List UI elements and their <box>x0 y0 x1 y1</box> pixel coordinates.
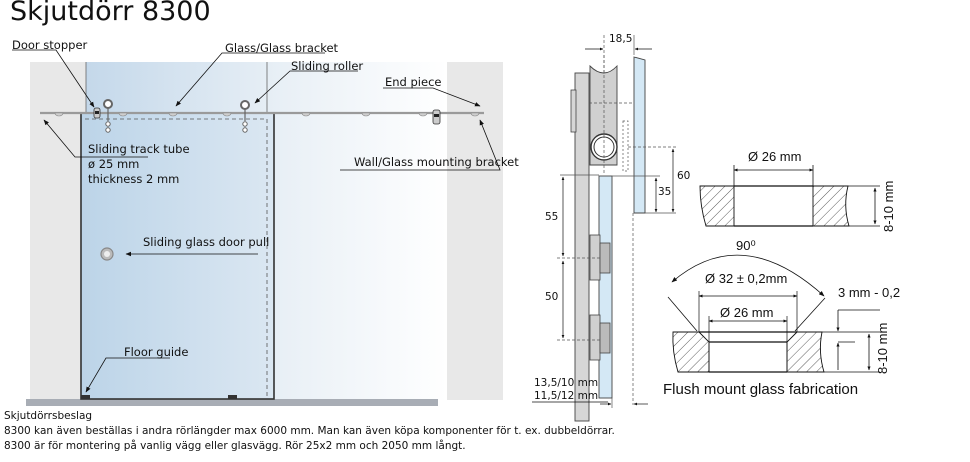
wall-bracket <box>418 112 428 117</box>
door-stopper-detail <box>95 111 99 114</box>
dim-label-50: 50 <box>545 291 559 303</box>
door-glass-section <box>598 175 613 399</box>
wall-plate <box>574 72 590 422</box>
roller-wheel <box>240 100 250 110</box>
section-view <box>532 35 676 422</box>
label-hole-diameter-top: Ø 26 mm <box>748 149 802 164</box>
end-piece <box>470 112 480 117</box>
angle-arc <box>671 254 825 297</box>
hidden-bracket <box>622 120 629 172</box>
label-sliding-glass-door-pull: Sliding glass door pull <box>143 235 270 249</box>
glass-section-right <box>786 331 825 373</box>
roller-bolt <box>242 127 248 133</box>
label-sliding-track-tube: Sliding track tube <box>88 142 190 156</box>
label-tube-thickness: thickness 2 mm <box>88 172 180 186</box>
wall-brackets <box>54 112 480 117</box>
dim-label-35: 35 <box>658 186 672 198</box>
sliding-rollers <box>103 99 250 133</box>
label-sliding-roller: Sliding roller <box>291 59 364 73</box>
countersink-line-right <box>794 297 826 332</box>
wall-bracket <box>222 112 232 117</box>
door-clamp-lower <box>589 314 601 361</box>
fabrication-detail <box>667 165 880 373</box>
floor-guide-left <box>81 395 90 399</box>
wall-bracket <box>301 112 311 117</box>
wall-bracket <box>361 112 371 117</box>
notes-heading: Skjutdörrsbeslag <box>4 410 93 422</box>
label-glass-glass-bracket: Glass/Glass bracket <box>225 41 339 55</box>
label-wall-glass-mounting-bracket: Wall/Glass mounting bracket <box>354 155 519 169</box>
clamp-insert <box>599 322 611 354</box>
fabrication-caption: Flush mount glass fabrication <box>663 381 859 398</box>
glass-section-left <box>699 185 735 227</box>
floor-guide-right <box>228 395 237 399</box>
dim-label-bottom-1: 13,5/10 mm <box>534 377 599 389</box>
door-stopper-detail <box>434 114 439 117</box>
dim-label-55: 55 <box>545 211 559 223</box>
mount-plate <box>570 89 577 133</box>
label-thickness-bottom: 8-10 mm <box>875 322 890 374</box>
dim-label-bottom-2: 11,5/12 mm <box>534 390 599 402</box>
leader-glass-bracket <box>175 52 325 107</box>
glass-section-left <box>672 331 710 373</box>
wall-bracket <box>54 112 64 117</box>
roller-bolt <box>105 127 111 133</box>
dim-label-18-5: 18,5 <box>609 33 633 45</box>
notes-line-2: 8300 är för montering på vanlig vägg ell… <box>4 440 466 452</box>
notes-line-1: 8300 kan även beställas i andra rörlängd… <box>4 425 615 437</box>
label-countersink-diameter: Ø 32 ± 0,2mm <box>705 271 788 286</box>
clamp-insert <box>599 242 611 274</box>
wall-bracket <box>118 112 128 117</box>
wall-glass-upper <box>633 56 646 214</box>
door-clamp-upper <box>589 234 601 281</box>
roller-bolt <box>242 121 248 127</box>
label-thickness-top: 8-10 mm <box>881 180 896 232</box>
label-door-stopper: Door stopper <box>12 38 88 52</box>
dim-label-60: 60 <box>677 170 691 182</box>
label-angle: 90⁰ <box>736 238 756 253</box>
wall-bracket <box>168 112 178 117</box>
leader-floor-guide <box>85 357 170 393</box>
leader-end-piece <box>383 87 481 107</box>
page-title: Skjutdörr 8300 <box>10 0 211 27</box>
countersink-line-left <box>667 296 698 332</box>
floor <box>26 399 438 406</box>
label-countersink-depth: 3 mm - 0,2 <box>838 285 901 300</box>
label-end-piece: End piece <box>385 75 442 89</box>
leader-sliding-roller <box>254 70 358 104</box>
roller-bolt <box>105 121 111 127</box>
label-floor-guide: Floor guide <box>124 345 189 359</box>
label-hole-diameter-bottom: Ø 26 mm <box>720 305 774 320</box>
door-pull-center <box>104 251 110 257</box>
elevation-view <box>12 49 503 406</box>
leader-track-tube <box>43 119 148 158</box>
leader-door-stopper <box>12 49 95 108</box>
roller-wheel <box>103 99 113 109</box>
label-tube-diameter: ø 25 mm <box>88 157 140 171</box>
leader-wall-bracket <box>340 119 501 171</box>
glass-section-right <box>812 185 850 227</box>
